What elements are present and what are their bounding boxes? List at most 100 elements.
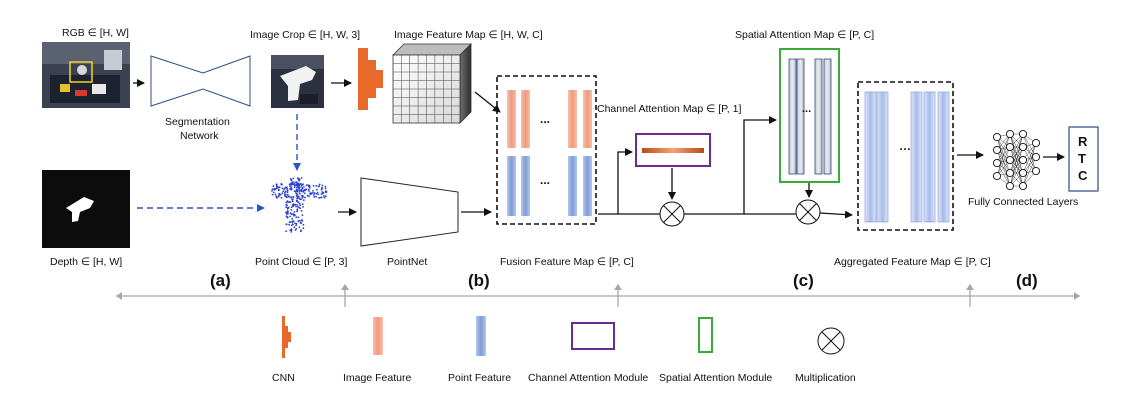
spatial-ellipsis: ... <box>802 103 812 115</box>
image-feature-map-cube <box>392 43 472 124</box>
point-cloud-dot <box>292 220 295 223</box>
pointnet-label: PointNet <box>387 256 428 268</box>
pointnet-shape <box>360 177 459 247</box>
point-cloud-dot <box>308 195 310 198</box>
output-r: R <box>1078 134 1088 149</box>
point-cloud-dot <box>299 220 301 222</box>
section-d-label: (d) <box>1016 271 1038 290</box>
flow-arrows <box>133 79 1065 219</box>
point-cloud-dot <box>290 206 293 209</box>
point-cloud-dot <box>321 184 324 187</box>
point-cloud-dot <box>318 183 321 186</box>
point-cloud-dot <box>272 191 275 194</box>
network-edge <box>1022 146 1037 172</box>
point-cloud-dot <box>286 212 289 215</box>
legend-spatial-attention-icon <box>698 317 713 353</box>
legend-label-channel-attention: Channel Attention Module <box>528 372 649 384</box>
point-cloud-dot <box>291 220 294 223</box>
point-cloud-dot <box>305 188 308 191</box>
spatial-attention-bar <box>796 58 805 175</box>
point-cloud-dot <box>293 186 296 189</box>
legend-label-spatial-attention: Spatial Attention Module <box>659 372 773 384</box>
point-cloud-dot <box>309 185 311 188</box>
point-cloud-dot <box>281 192 284 195</box>
fusion-ellipsis-bottom: ... <box>540 173 551 187</box>
point-cloud-dot <box>284 191 286 194</box>
point-cloud-dot <box>311 192 313 194</box>
spatial-attention-bar <box>823 58 832 175</box>
point-cloud-dot <box>296 190 299 193</box>
point-cloud-dot <box>271 193 274 196</box>
legend-channel-attention-icon <box>571 322 615 350</box>
point-cloud-dot <box>302 206 304 208</box>
point-cloud-dot <box>293 182 296 185</box>
point-cloud-dot <box>292 223 294 226</box>
spatial-attention-module <box>779 48 840 183</box>
point-cloud-dot <box>303 192 306 195</box>
point-cloud-dot <box>287 201 290 203</box>
point-cloud-dot <box>294 222 296 225</box>
point-cloud-dot <box>290 183 293 186</box>
point-cloud-dot <box>281 187 284 190</box>
section-c-label: (c) <box>793 271 814 290</box>
point-cloud-dot <box>296 183 298 185</box>
point-cloud-dot <box>308 187 311 189</box>
section-a-label: (a) <box>210 271 231 290</box>
point-cloud-dot <box>324 185 327 188</box>
point-cloud-dot <box>302 199 305 202</box>
point-cloud-dot <box>298 226 301 229</box>
segmentation-label-2: Network <box>180 130 219 142</box>
point-cloud-dot <box>312 184 315 187</box>
point-cloud-dot <box>300 229 302 232</box>
point-cloud-dot <box>316 191 319 194</box>
network-neuron <box>1005 155 1015 165</box>
point-cloud-dot <box>295 181 298 184</box>
point-cloud-dot <box>293 226 296 229</box>
point-cloud-dot <box>284 190 287 193</box>
network-edge <box>1022 133 1037 172</box>
network-neuron <box>992 158 1002 168</box>
stage-timeline <box>116 284 1080 307</box>
rgb-label: RGB ∈ [H, W] <box>62 27 129 39</box>
point-cloud-dot <box>299 207 302 210</box>
point-cloud-dot <box>287 195 290 198</box>
point-cloud-dot <box>282 190 285 193</box>
point-cloud-dot <box>290 228 293 231</box>
point-cloud-dot <box>286 193 288 196</box>
point-cloud-dot <box>300 190 303 193</box>
fully-connected-label: Fully Connected Layers <box>968 196 1079 208</box>
point-cloud-dot <box>286 200 289 203</box>
point-cloud-dot <box>312 190 314 192</box>
spatial-attention-bar <box>788 58 797 175</box>
point-cloud-dot <box>280 196 283 199</box>
point-cloud-dot <box>277 195 280 198</box>
legend-multiplication-icon <box>817 327 845 355</box>
point-cloud-dot <box>302 195 304 198</box>
aggregated-feature-map <box>857 81 954 231</box>
point-cloud-dot <box>271 189 273 192</box>
point-cloud-dot <box>316 188 318 191</box>
legend-label-point-feature: Point Feature <box>448 372 512 384</box>
segmentation-label-1: Segmentation <box>165 116 230 128</box>
network-neuron <box>1005 181 1015 191</box>
legend-image-feature-icon <box>373 317 383 355</box>
aggregated-feature-bar <box>910 91 923 223</box>
point-cloud-dot <box>295 216 298 219</box>
point-cloud-dot <box>291 204 294 206</box>
point-cloud-dot <box>301 203 304 206</box>
point-cloud-dot <box>285 223 288 226</box>
point-cloud-dot <box>306 194 309 197</box>
point-cloud-dot <box>290 209 293 211</box>
point-cloud-dot <box>297 220 300 222</box>
point-cloud-dot <box>317 185 320 188</box>
channel-attention-module <box>635 133 711 167</box>
point-cloud-dot <box>274 188 276 190</box>
point-cloud-dot <box>295 188 298 191</box>
network-edge <box>1009 159 1024 187</box>
point-cloud-dot <box>276 197 278 199</box>
point-cloud-dot <box>292 177 295 180</box>
network-edge <box>1022 142 1037 174</box>
point-cloud-dot <box>293 190 296 193</box>
point-cloud-dot <box>307 188 310 191</box>
